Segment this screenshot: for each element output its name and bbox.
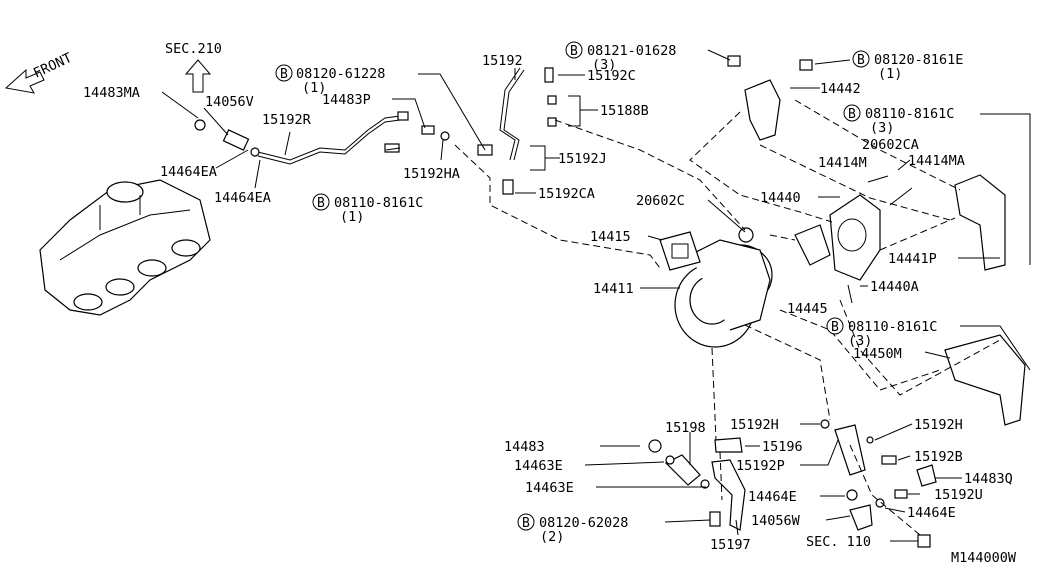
- label-14445: 14445: [787, 301, 828, 317]
- label-14441P: 14441P: [888, 251, 937, 267]
- oil-pipe-15192: [499, 55, 813, 195]
- label-qty: (1): [878, 66, 902, 82]
- hose-15198: [648, 439, 710, 489]
- label-14464EA: 14464EA: [160, 164, 217, 180]
- label-15192CA: 15192CA: [538, 186, 595, 202]
- label-08110-8161C: 08110-8161C: [865, 106, 954, 122]
- bolt-b-letter: B: [280, 67, 288, 82]
- turbocharger-14411: [674, 227, 773, 348]
- label-15196: 15196: [762, 439, 803, 455]
- label-15192J: 15192J: [558, 151, 607, 167]
- label-14442: 14442: [820, 81, 861, 97]
- label-14464EA: 14464EA: [214, 190, 271, 206]
- label-14414M: 14414M: [818, 155, 867, 171]
- bolt-b-icon: [312, 193, 330, 211]
- bolt-b-icon: [843, 104, 861, 122]
- bracket-15192P: [820, 419, 874, 476]
- label-sec110: SEC. 110: [806, 534, 871, 550]
- label-qty: (2): [540, 529, 564, 545]
- label-15188B: 15188B: [600, 103, 649, 119]
- label-08110-8161C: 08110-8161C: [334, 195, 423, 211]
- bolt-b-icon: [852, 50, 870, 68]
- hose-14056W: [846, 455, 937, 548]
- dashed-connectors: [454, 99, 1001, 536]
- label-14440: 14440: [760, 190, 801, 206]
- sec210-arrow-icon: [184, 59, 212, 93]
- label-qty: (1): [302, 80, 326, 96]
- exhaust-outlet-14440: [794, 175, 913, 304]
- label-14440A: 14440A: [870, 279, 919, 295]
- sec210-label: SEC.210: [165, 41, 222, 57]
- bolt-b-letter: B: [848, 107, 856, 122]
- label-15192H: 15192H: [730, 417, 779, 433]
- label-qty: (3): [870, 120, 894, 136]
- gasket-14415: [659, 231, 701, 271]
- label-15192P: 15192P: [736, 458, 785, 474]
- label-08121-01628: 08121-01628: [587, 43, 676, 59]
- label-14463E: 14463E: [514, 458, 563, 474]
- label-15197: 15197: [710, 537, 751, 553]
- label-08120-61228: 08120-61228: [296, 66, 385, 82]
- heat-insulator-14441P: [954, 174, 1006, 271]
- label-14056W: 14056W: [751, 513, 801, 529]
- label-15192R: 15192R: [262, 112, 312, 128]
- label-15192C: 15192C: [587, 68, 636, 84]
- front-arrow-icon: [4, 68, 45, 94]
- figure-id: M144000W: [951, 550, 1017, 566]
- label-14414MA: 14414MA: [908, 153, 965, 169]
- label-15192U: 15192U: [934, 487, 983, 503]
- bolt-b-icon: [826, 317, 844, 335]
- leader-lines: [161, 49, 1031, 542]
- bolt-b-icon: [565, 41, 583, 59]
- bolt-b-letter: B: [857, 53, 865, 68]
- label-14411: 14411: [593, 281, 634, 297]
- label-15192HA: 15192HA: [403, 166, 460, 182]
- heat-insulator-14450M: [944, 334, 1026, 426]
- label-14483MA: 14483MA: [83, 85, 140, 101]
- label-14056V: 14056V: [205, 94, 254, 110]
- label-qty: (3): [592, 57, 616, 73]
- bolt-b-letter: B: [831, 320, 839, 335]
- bolt-b-letter: B: [317, 196, 325, 211]
- bolt-symbols: [275, 41, 870, 531]
- front-label: FRONT: [31, 50, 75, 82]
- label-qty: (1): [340, 209, 364, 225]
- water-pipe-15197: [709, 437, 746, 531]
- label-14483Q: 14483Q: [964, 471, 1013, 487]
- bolt-b-icon: [275, 64, 293, 82]
- label-08120-8161E: 08120-8161E: [874, 52, 963, 68]
- label-08120-62028: 08120-62028: [539, 515, 628, 531]
- label-15192: 15192: [482, 53, 523, 69]
- intake-manifold: [39, 179, 211, 316]
- label-14483: 14483: [504, 439, 545, 455]
- label-15198: 15198: [665, 420, 706, 436]
- bolt-b-icon: [517, 513, 535, 531]
- label-14464E: 14464E: [907, 505, 956, 521]
- label-14450M: 14450M: [853, 346, 902, 362]
- label-14464E: 14464E: [748, 489, 797, 505]
- label-08110-8161C: 08110-8161C: [848, 319, 937, 335]
- part-labels: 14483MA 14056V 15192R 14464EA 14464EA 08…: [83, 43, 1017, 566]
- label-qty: (3): [848, 333, 872, 349]
- label-15192H: 15192H: [914, 417, 963, 433]
- label-20602CA: 20602CA: [862, 137, 919, 153]
- label-14415: 14415: [590, 229, 631, 245]
- label-14463E: 14463E: [525, 480, 574, 496]
- label-15192B: 15192B: [914, 449, 963, 465]
- oil-pipe-15192R: [194, 111, 493, 165]
- label-14483P: 14483P: [322, 92, 371, 108]
- heat-insulator-14442: [744, 79, 781, 141]
- bolt-letters: B B B B B B B: [280, 44, 865, 531]
- label-20602C: 20602C: [636, 193, 685, 209]
- bolt-b-letter: B: [522, 516, 530, 531]
- bolt-b-letter: B: [570, 44, 578, 59]
